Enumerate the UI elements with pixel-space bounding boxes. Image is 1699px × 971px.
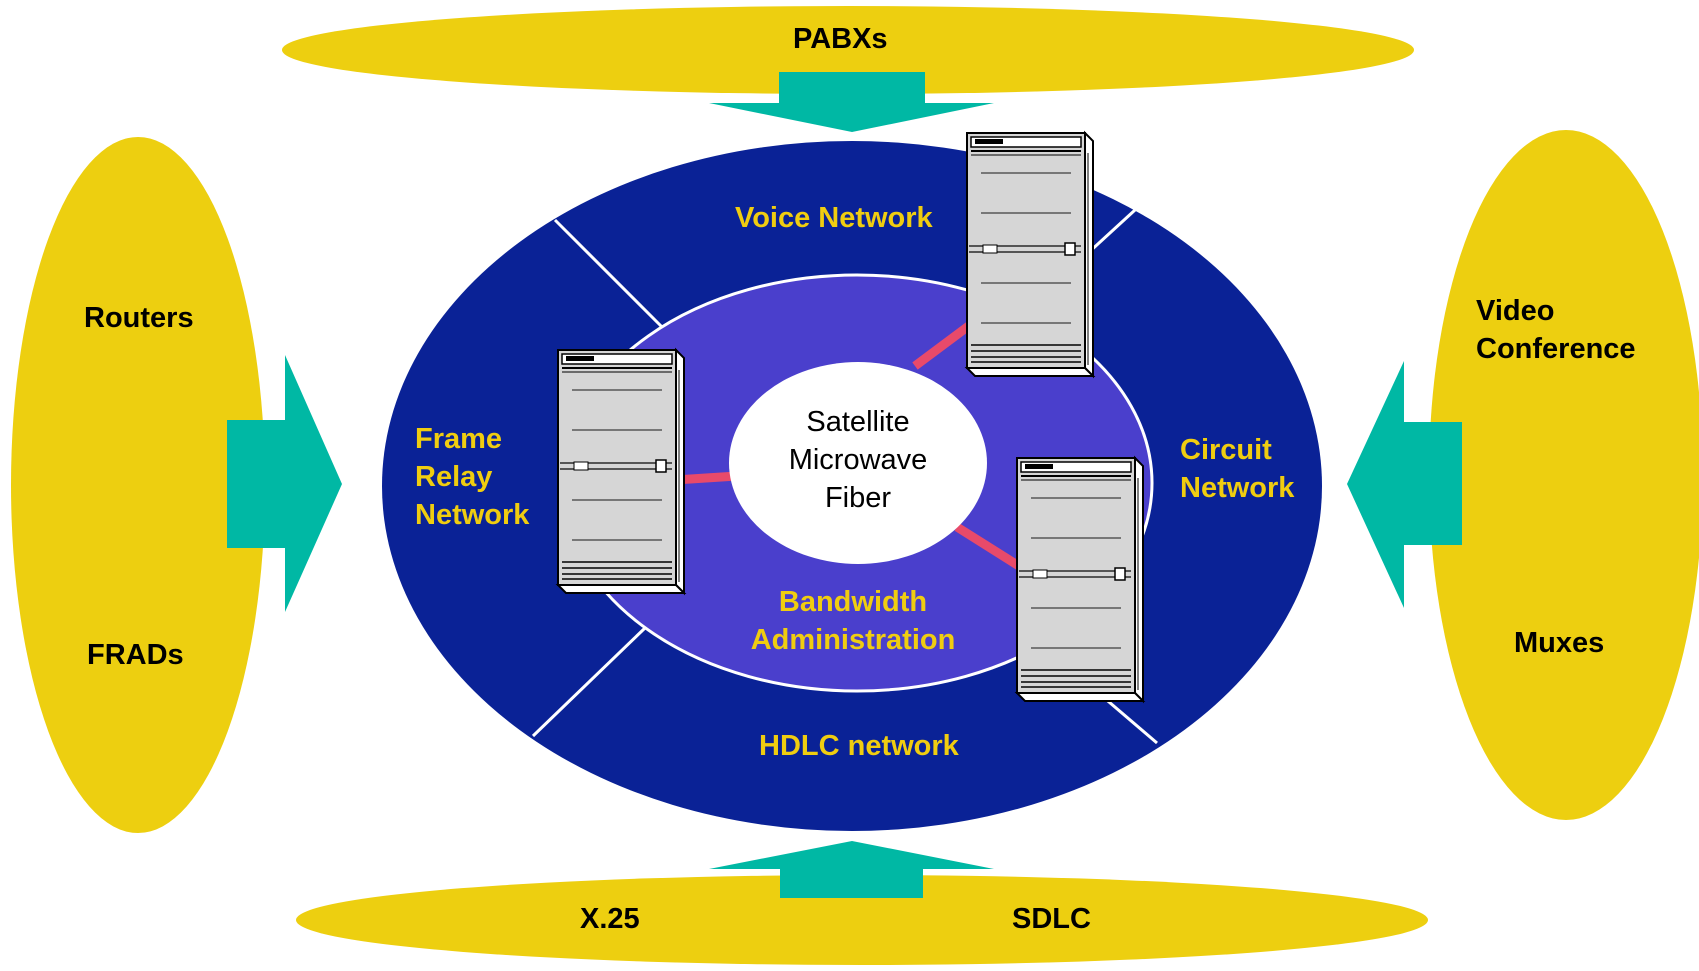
pabxs-label: PABXs bbox=[793, 23, 888, 55]
arrow-from-top bbox=[709, 72, 994, 132]
voice-network-label: Voice Network bbox=[735, 202, 933, 234]
hdlc-network-label: HDLC network bbox=[759, 730, 959, 762]
link-to-frame-relay-rack bbox=[674, 471, 738, 485]
divider-top-left bbox=[553, 218, 667, 332]
frame-relay-network-label: Frame Relay Network bbox=[415, 423, 530, 531]
bandwidth-administration-label: Bandwidth Administration bbox=[750, 586, 956, 656]
video-conference-label: Video Conference bbox=[1476, 295, 1636, 365]
arrow-from-left bbox=[227, 355, 342, 612]
top-device-ellipse bbox=[282, 6, 1414, 94]
routers-label: Routers bbox=[84, 302, 194, 334]
right-device-ellipse bbox=[1429, 130, 1699, 820]
divider-bottom-left bbox=[531, 626, 647, 738]
x25-label: X.25 bbox=[580, 903, 640, 935]
bottom-device-ellipse bbox=[296, 875, 1428, 965]
link-to-circuit-rack bbox=[954, 523, 1025, 572]
circuit-network-label: Circuit Network bbox=[1180, 434, 1295, 504]
arrow-from-right bbox=[1347, 361, 1462, 608]
muxes-label: Muxes bbox=[1514, 627, 1605, 659]
sdlc-label: SDLC bbox=[1012, 903, 1091, 935]
left-device-ellipse bbox=[11, 137, 265, 833]
core-ellipse bbox=[729, 362, 987, 564]
server-rack-icon bbox=[1016, 457, 1144, 702]
server-rack-icon bbox=[557, 349, 685, 594]
server-rack-icon bbox=[966, 132, 1094, 377]
arrow-from-bottom bbox=[709, 841, 994, 898]
frads-label: FRADs bbox=[87, 639, 184, 671]
core-media-label: Satellite Microwave Fiber bbox=[788, 406, 928, 514]
